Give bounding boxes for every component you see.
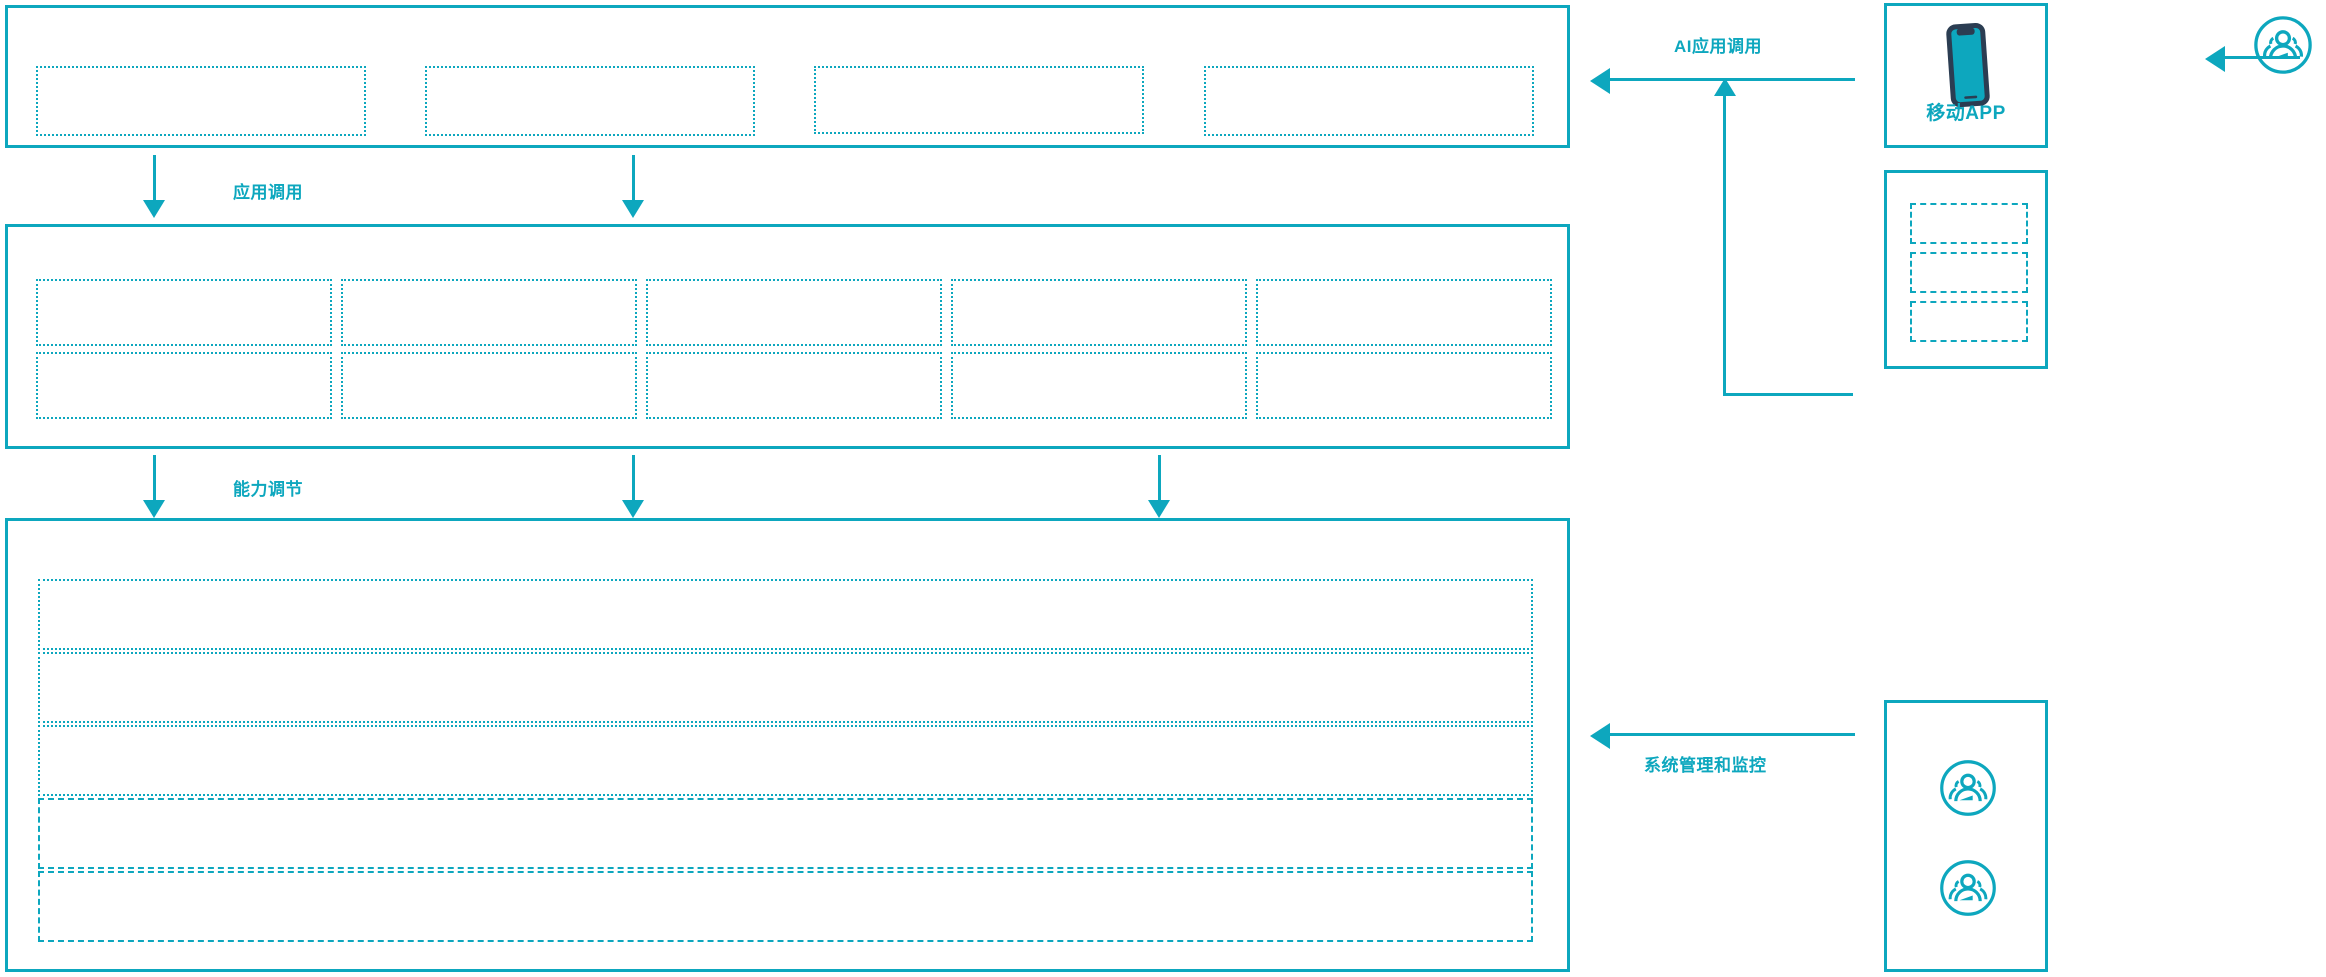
infrastructure-layer-row-5[interactable]: [38, 871, 1533, 942]
application-layer-box-2[interactable]: [425, 66, 755, 136]
infrastructure-layer-row-3[interactable]: [38, 725, 1533, 796]
operations-admin-panel: [1884, 700, 2048, 972]
capability-layer-box-r2c3[interactable]: [646, 352, 942, 419]
operations-user-group-icon-2: [1940, 860, 1996, 916]
connector-system-admin-line: [1610, 733, 1855, 736]
capability-layer-box-r1c5[interactable]: [1256, 279, 1552, 346]
connector-channel-riser-line: [1723, 96, 1726, 396]
infrastructure-layer-row-1-label: [40, 581, 1531, 648]
connector-app-invoke-arrowhead-1: [143, 200, 165, 218]
application-layer-box-4[interactable]: [1204, 66, 1534, 136]
connector-app-invoke-line-2: [632, 155, 635, 203]
mobile-app-caption: 移动APP: [1926, 103, 2006, 124]
operations-user-group-icon-1: [1940, 760, 1996, 816]
connector-capability-adjust-line-3: [1158, 455, 1161, 503]
capability-layer-box-r2c5-label: [1258, 354, 1550, 417]
capability-layer-box-r2c3-label: [648, 354, 940, 417]
application-layer-panel: [5, 5, 1570, 148]
capability-layer-box-r1c4-label: [953, 281, 1245, 344]
connector-user-to-mobile-line: [2225, 56, 2300, 59]
mobile-app-panel: 移动APP: [1884, 3, 2048, 148]
channel-service-box-2-label: [1912, 254, 2026, 291]
capability-layer-box-r1c4[interactable]: [951, 279, 1247, 346]
connector-channel-riser-arrowhead: [1714, 78, 1736, 96]
capability-layer-box-r1c2[interactable]: [341, 279, 637, 346]
application-layer-box-1-label: [38, 68, 364, 134]
application-layer-box-3-label: [816, 68, 1142, 132]
infrastructure-layer-panel: [5, 518, 1570, 972]
infrastructure-layer-row-4-label: [40, 800, 1531, 867]
infrastructure-layer-row-5-label: [40, 873, 1531, 940]
channel-service-box-1-label: [1912, 205, 2026, 242]
connector-capability-adjust-line-1: [153, 455, 156, 503]
channel-service-box-3[interactable]: [1910, 301, 2028, 342]
application-layer-box-3[interactable]: [814, 66, 1144, 134]
capability-layer-box-r1c2-label: [343, 281, 635, 344]
channel-service-panel: [1884, 170, 2048, 369]
capability-layer-box-r1c1-label: [38, 281, 330, 344]
capability-layer-box-r2c2[interactable]: [341, 352, 637, 419]
connector-capability-adjust-arrowhead-2: [622, 500, 644, 518]
channel-service-box-2[interactable]: [1910, 252, 2028, 293]
application-layer-box-2-label: [427, 68, 753, 134]
connector-label-capability-adjust: 能力调节: [233, 480, 303, 499]
application-layer-box-4-label: [1206, 68, 1532, 134]
capability-layer-box-r2c4-label: [953, 354, 1245, 417]
infrastructure-layer-row-3-label: [40, 727, 1531, 794]
capability-layer-box-r2c2-label: [343, 354, 635, 417]
end-user-group-icon: [2254, 16, 2312, 74]
capability-layer-box-r1c3-label: [648, 281, 940, 344]
infrastructure-layer-row-4[interactable]: [38, 798, 1533, 869]
connector-capability-adjust-arrowhead-3: [1148, 500, 1170, 518]
connector-app-invoke-line-1: [153, 155, 156, 203]
capability-layer-box-r2c1-label: [38, 354, 330, 417]
mobile-phone-icon: [1946, 22, 1990, 108]
connector-capability-adjust-arrowhead-1: [143, 500, 165, 518]
connector-label-app-invoke: 应用调用: [233, 183, 303, 202]
connector-app-invoke-arrowhead-2: [622, 200, 644, 218]
capability-layer-panel: [5, 224, 1570, 449]
connector-label-ai-app-invoke: AI应用调用: [1674, 37, 1762, 56]
connector-system-admin-arrowhead: [1590, 723, 1610, 749]
application-layer-box-1[interactable]: [36, 66, 366, 136]
connector-user-to-mobile-arrowhead: [2205, 46, 2225, 72]
channel-service-box-3-label: [1912, 303, 2026, 340]
connector-label-system-admin-monitor: 系统管理和监控: [1644, 756, 1767, 775]
capability-layer-box-r1c1[interactable]: [36, 279, 332, 346]
capability-layer-box-r2c4[interactable]: [951, 352, 1247, 419]
infrastructure-layer-row-1[interactable]: [38, 579, 1533, 650]
connector-ai-app-invoke-arrowhead: [1590, 68, 1610, 94]
connector-channel-riser-elbow: [1723, 393, 1853, 396]
channel-service-box-1[interactable]: [1910, 203, 2028, 244]
infrastructure-layer-row-2[interactable]: [38, 652, 1533, 723]
capability-layer-box-r2c5[interactable]: [1256, 352, 1552, 419]
infrastructure-layer-row-2-label: [40, 654, 1531, 721]
capability-layer-box-r2c1[interactable]: [36, 352, 332, 419]
connector-capability-adjust-line-2: [632, 455, 635, 503]
capability-layer-box-r1c3[interactable]: [646, 279, 942, 346]
capability-layer-box-r1c5-label: [1258, 281, 1550, 344]
